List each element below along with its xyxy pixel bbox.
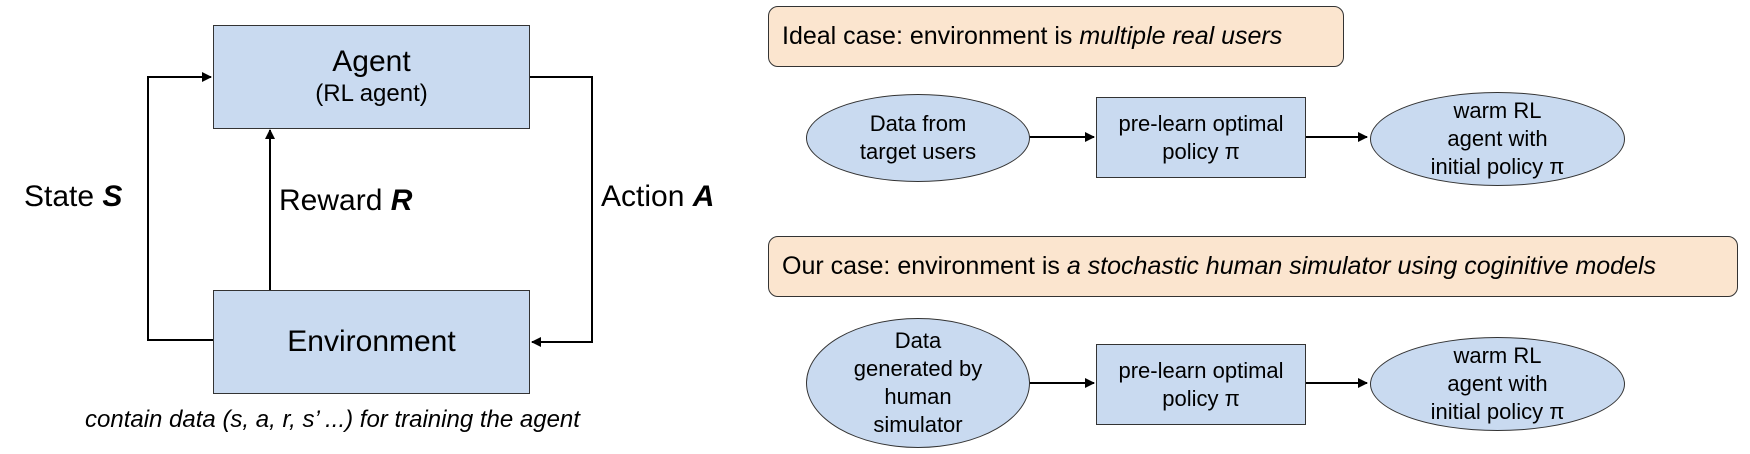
agent-box: Agent (RL agent) (213, 25, 530, 129)
reward-label: Reward R (279, 184, 413, 217)
ideal-prelearn-node: pre-learn optimal policy π (1096, 97, 1306, 178)
ours-prelearn-node: pre-learn optimal policy π (1096, 344, 1306, 425)
ideal-warm-agent-node: warm RL agent with initial policy π (1370, 92, 1625, 186)
ours-data-node: Data generated by human simulator (806, 318, 1030, 448)
agent-title: Agent (332, 45, 411, 78)
state-arrow (147, 72, 213, 341)
environment-box: Environment (213, 290, 530, 394)
environment-title: Environment (287, 325, 456, 358)
state-symbol: S (102, 180, 123, 213)
action-label: Action A (601, 180, 715, 213)
ideal-case-banner: Ideal case: environment is multiple real… (768, 6, 1344, 67)
training-caption: contain data (s, a, r, s’ ...) for train… (85, 406, 580, 433)
ours-warm-agent-node: warm RL agent with initial policy π (1370, 337, 1625, 431)
reward-symbol: R (390, 184, 413, 217)
state-label: State S (24, 180, 123, 213)
action-symbol: A (692, 180, 715, 213)
our-case-banner: Our case: environment is a stochastic hu… (768, 236, 1738, 297)
ideal-case-emphasis: multiple real users (1079, 22, 1283, 50)
action-arrow (529, 76, 593, 347)
ideal-data-node: Data from target users (806, 94, 1030, 182)
agent-subtitle: (RL agent) (315, 80, 428, 107)
our-case-emphasis: a stochastic human simulator using cogin… (1066, 252, 1657, 280)
